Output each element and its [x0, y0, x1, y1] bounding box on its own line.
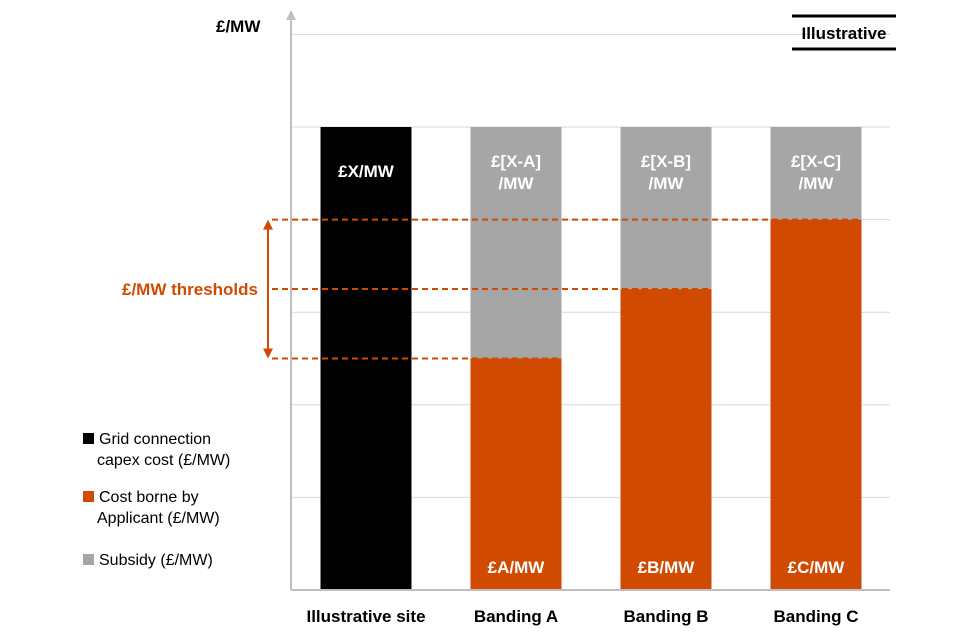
bar-segment-applicant [470, 358, 562, 590]
legend-label: Subsidy (£/MW) [99, 552, 213, 569]
bar-label-line: £A/MW [488, 558, 546, 577]
legend-swatch [83, 554, 94, 565]
legend-label-line: Cost borne by [99, 489, 199, 506]
y-axis-label: £/MW [216, 17, 261, 36]
bar-label-line: £[X-A] [491, 152, 541, 171]
legend-label: Cost borne by Applicant (£/MW) [97, 489, 220, 527]
threshold-arrow-up [263, 219, 273, 230]
bars: £X/MW £A/MW £[X-A] /MW £B/MW £[X-B] /MW £C/MW £[… [320, 127, 862, 590]
category-label: Banding A [474, 607, 558, 626]
bar-label: £X/MW [338, 162, 395, 181]
legend-label-line: capex cost (£/MW) [97, 452, 230, 469]
illustrative-tag: Illustrative [792, 14, 896, 51]
illustrative-label: Illustrative [801, 24, 886, 43]
bar-segment-subsidy [470, 127, 562, 359]
category-label: Banding C [774, 607, 859, 626]
bar-label: £[X-C] /MW [791, 152, 841, 193]
bar-label-line: £[X-C] [791, 152, 841, 171]
bar-segment-subsidy [620, 127, 712, 290]
threshold-label: £/MW thresholds [122, 280, 258, 299]
axes [286, 10, 890, 591]
bar-label: £C/MW [788, 558, 846, 577]
legend-label-line: Grid connection [99, 431, 211, 448]
bar-label: £[X-A] /MW [491, 152, 541, 193]
bar-label: £[X-B] /MW [641, 152, 691, 193]
bar-segment-subsidy [770, 127, 862, 220]
bar-segment-applicant [770, 219, 862, 590]
legend-label-line: Applicant (£/MW) [97, 510, 220, 527]
bar-label-line: /MW [799, 174, 835, 193]
legend: Grid connection capex cost (£/MW) Cost bor… [83, 431, 230, 569]
bar-label-line: £X/MW [338, 162, 395, 181]
bar-segment-applicant [620, 289, 712, 590]
category-label: Banding B [624, 607, 709, 626]
bar-label-line: £C/MW [788, 558, 846, 577]
legend-swatch [83, 491, 94, 502]
legend-label-line: Subsidy (£/MW) [99, 552, 213, 569]
bar-label-line: /MW [649, 174, 685, 193]
category-label: Illustrative site [306, 607, 425, 626]
legend-label: Grid connection capex cost (£/MW) [97, 431, 230, 469]
bar-label-line: £[X-B] [641, 152, 691, 171]
bar-label: £B/MW [638, 558, 696, 577]
y-axis-arrow [286, 10, 296, 20]
bar-label-line: £B/MW [638, 558, 696, 577]
bar-label: £A/MW [488, 558, 546, 577]
threshold-arrow-down [263, 348, 273, 359]
threshold-markers: £/MW thresholds [122, 218, 862, 360]
bar-label-line: /MW [499, 174, 535, 193]
category-labels: Illustrative site Banding A Banding B Bandi… [306, 607, 858, 626]
legend-swatch [83, 433, 94, 444]
